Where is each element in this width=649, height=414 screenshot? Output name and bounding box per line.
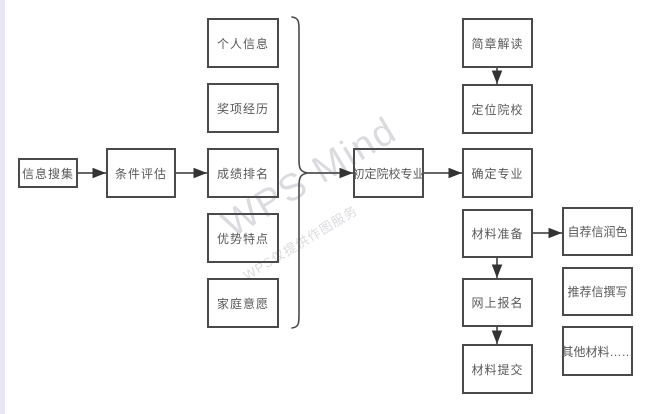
node-condition-evaluation[interactable]: 条件评估 [106, 148, 176, 198]
node-brochure-reading[interactable]: 简章解读 [462, 18, 533, 68]
node-school-positioning[interactable]: 定位院校 [462, 84, 533, 134]
node-major-confirmation[interactable]: 确定专业 [462, 148, 533, 198]
node-self-recommendation-polish[interactable]: 自荐信润色 [562, 207, 633, 256]
node-material-submission[interactable]: 材料提交 [462, 344, 533, 394]
node-online-registration[interactable]: 网上报名 [462, 278, 533, 327]
node-strength-traits[interactable]: 优势特点 [207, 213, 279, 263]
node-recommendation-writing[interactable]: 推荐信撰写 [562, 267, 633, 316]
node-material-preparation[interactable]: 材料准备 [462, 209, 533, 258]
node-award-experience[interactable]: 奖项经历 [207, 83, 279, 133]
node-initial-school-major[interactable]: 初定院校专业 [353, 148, 425, 198]
node-personal-info[interactable]: 个人信息 [207, 18, 279, 68]
node-family-wishes[interactable]: 家庭意愿 [207, 278, 279, 328]
node-grade-ranking[interactable]: 成绩排名 [207, 148, 279, 198]
page-edge-strip [0, 0, 5, 414]
node-info-collection[interactable]: 信息搜集 [18, 158, 78, 188]
node-other-materials[interactable]: 其他材料…… [562, 326, 634, 376]
grouping-brace [291, 16, 309, 329]
